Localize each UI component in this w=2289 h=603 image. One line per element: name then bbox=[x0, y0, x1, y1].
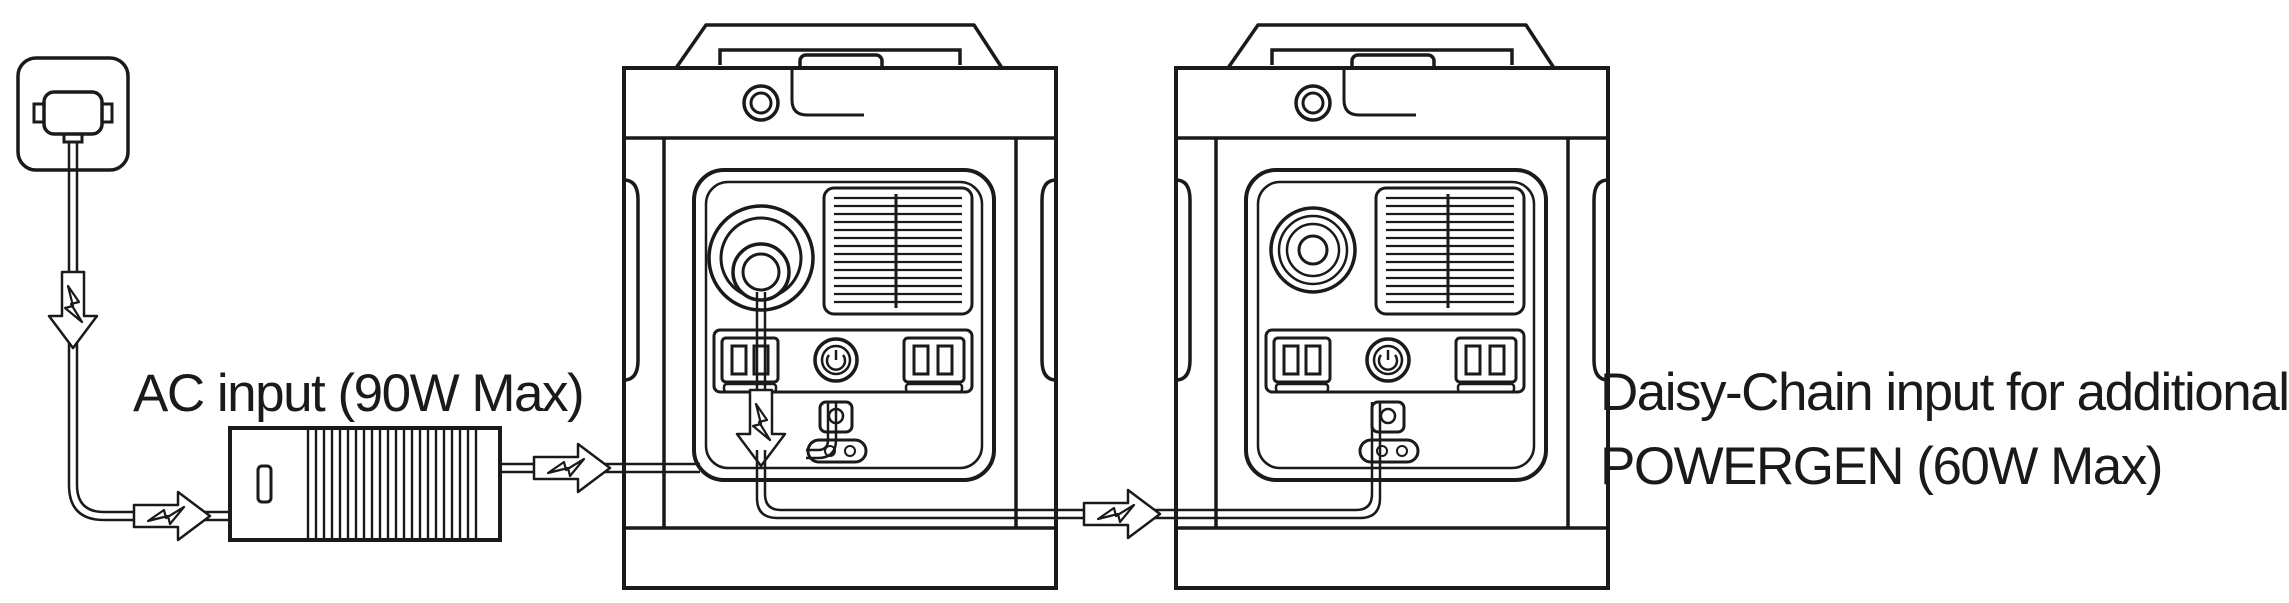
power-station-icon bbox=[1174, 23, 1610, 590]
energy-flow-arrow-icon bbox=[532, 442, 612, 494]
power-station-icon bbox=[622, 23, 1058, 590]
power-adapter-icon bbox=[228, 426, 502, 542]
ac-cable bbox=[67, 142, 232, 522]
energy-flow-arrow-icon bbox=[1082, 488, 1162, 540]
daisy-chain-label-line1: Daisy-Chain input for additional bbox=[1600, 363, 2289, 422]
wall-outlet-icon bbox=[16, 56, 130, 172]
daisy-chain-cable bbox=[755, 402, 1382, 520]
daisy-chain-label-line2: POWERGEN (60W Max) bbox=[1600, 437, 2163, 496]
ac-input-label: AC input (90W Max) bbox=[133, 364, 585, 423]
energy-flow-arrow-icon bbox=[132, 490, 212, 542]
energy-flow-arrow-icon bbox=[47, 270, 99, 350]
